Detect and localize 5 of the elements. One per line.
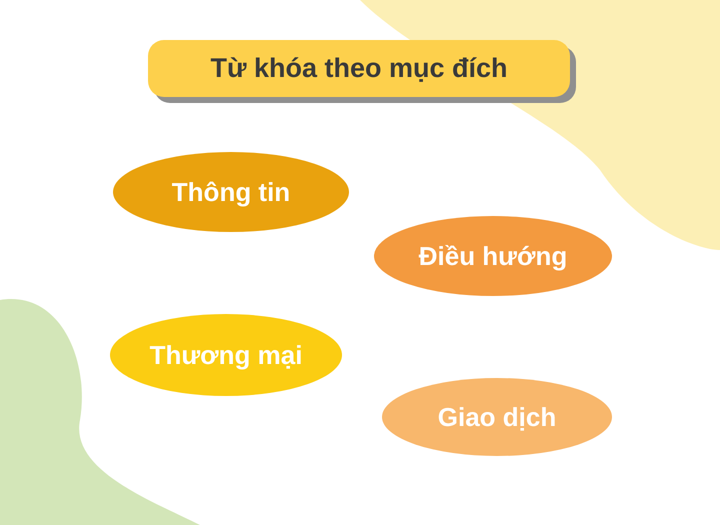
keyword-label: Thương mại: [150, 338, 302, 372]
keyword-label: Thông tin: [172, 176, 290, 208]
title: Từ khóa theo mục đích: [210, 52, 508, 86]
keyword-label: Điều hướng: [418, 240, 568, 272]
keyword-label: Giao dịch: [438, 400, 556, 434]
